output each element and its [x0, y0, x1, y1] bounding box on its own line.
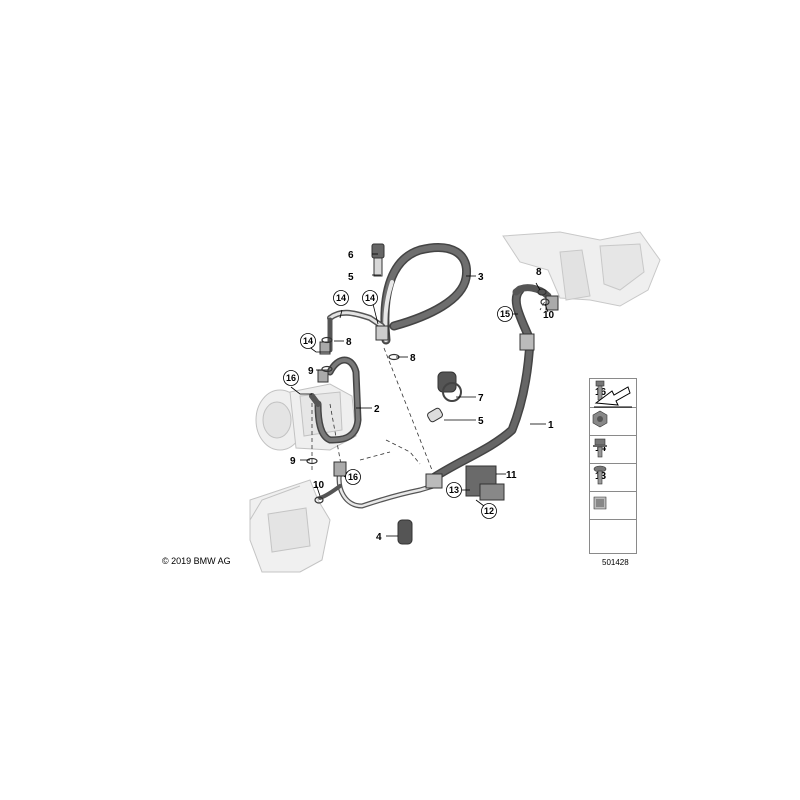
callout-13: 13 [449, 485, 459, 495]
flange-bolt-icon [593, 438, 607, 458]
fastener-legend: 16 15 14 13 12 [589, 378, 637, 554]
screw-icon [593, 465, 607, 485]
callout-7: 7 [478, 393, 484, 404]
callout-5-top: 5 [348, 272, 354, 283]
clip-nut-icon [593, 496, 607, 510]
legend-row-12: 12 [590, 491, 636, 520]
callout-10-right: 10 [543, 310, 555, 321]
hose-2 [309, 356, 362, 444]
callout-9-upper: 9 [308, 366, 314, 377]
callout-8-center: 8 [410, 353, 416, 364]
callout-2: 2 [374, 404, 380, 415]
callout-3: 3 [478, 272, 484, 283]
legend-row-14: 14 [590, 435, 636, 464]
compressor-outline [255, 383, 357, 451]
callout-16-a: 16 [286, 373, 296, 383]
legend-row-13: 13 [590, 463, 636, 492]
line-upper-left [327, 309, 385, 353]
callout-8-right: 8 [536, 267, 542, 278]
callout-5-mid: 5 [478, 416, 484, 427]
callout-16-b: 16 [348, 472, 358, 482]
callout-14-c: 14 [303, 336, 313, 346]
copyright-text: © 2019 BMW AG [162, 556, 231, 566]
callout-6: 6 [348, 250, 354, 261]
callout-4: 4 [376, 532, 382, 543]
engine-bracket-outline [502, 231, 661, 307]
callout-15: 15 [500, 309, 510, 319]
hint-arrow-icon [594, 386, 632, 408]
o-rings [306, 288, 550, 504]
drawing-code: 501428 [602, 558, 629, 567]
callout-circles [283, 290, 513, 519]
hose-3 [380, 243, 472, 345]
condenser-outline [249, 479, 331, 573]
callout-14-b: 14 [365, 293, 375, 303]
legend-row-15: 15 [590, 407, 636, 436]
fittings [317, 243, 559, 545]
callout-14-a: 14 [336, 293, 346, 303]
callout-10-left: 10 [313, 480, 325, 491]
callout-leaders [290, 253, 549, 537]
callout-12: 12 [484, 506, 494, 516]
callout-8-left: 8 [346, 337, 352, 348]
callout-11: 11 [506, 470, 517, 481]
callout-9-lower: 9 [290, 456, 296, 467]
callout-1: 1 [548, 420, 554, 431]
nut-icon [592, 410, 608, 428]
